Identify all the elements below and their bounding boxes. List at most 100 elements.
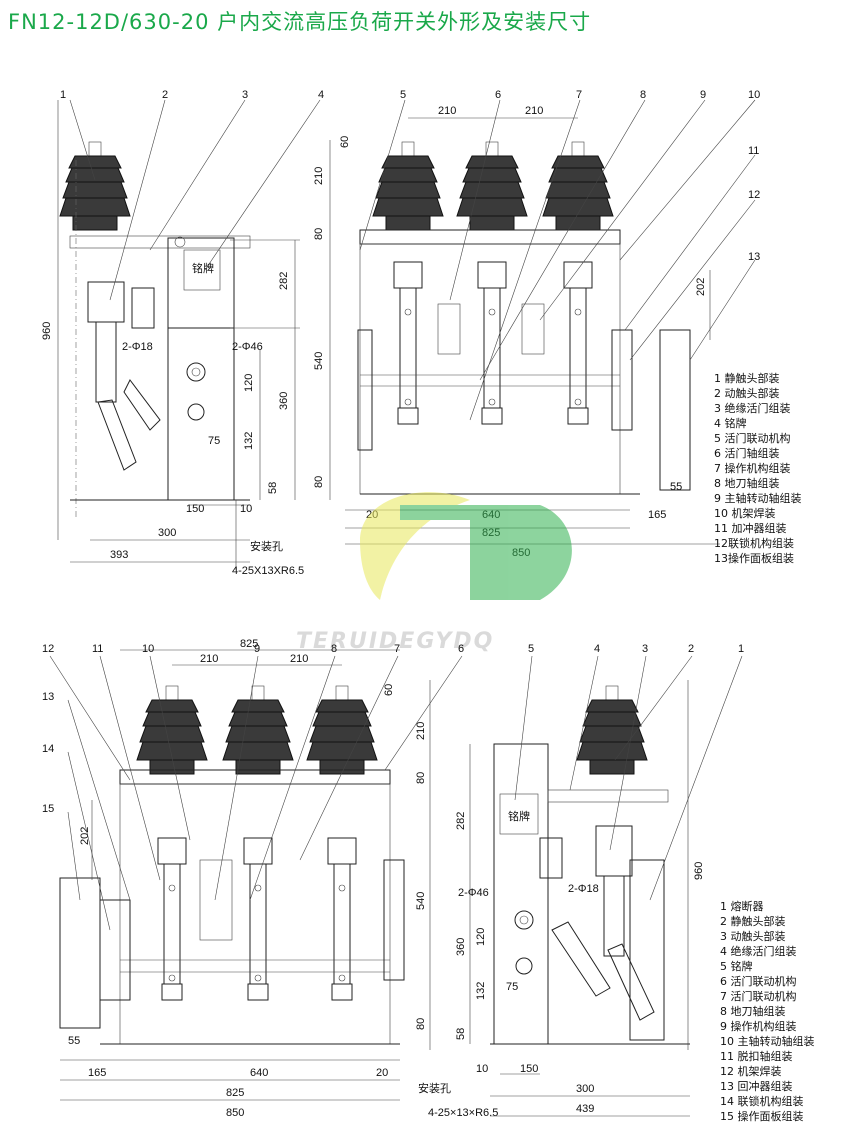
dim-55: 55 bbox=[670, 481, 682, 493]
legend-item: 13操作面板组装 bbox=[714, 551, 794, 565]
legend-item: 15 操作面板组装 bbox=[720, 1109, 804, 1123]
dim-120: 120 bbox=[243, 374, 255, 392]
callout-4: 4 bbox=[318, 89, 324, 101]
dim-960: 960 bbox=[41, 322, 53, 340]
dim-132: 132 bbox=[243, 432, 255, 450]
callout-7: 7 bbox=[394, 643, 400, 655]
dim-393: 393 bbox=[110, 549, 128, 561]
hole-phi18: 2-Φ18 bbox=[568, 883, 599, 895]
dim-80-b: 80 bbox=[415, 1018, 427, 1030]
dim-540: 540 bbox=[415, 892, 427, 910]
callout-10: 10 bbox=[748, 89, 760, 101]
callout-11: 11 bbox=[92, 643, 103, 655]
callout-10: 10 bbox=[142, 643, 154, 655]
callout-13: 13 bbox=[42, 691, 54, 703]
dim-210-b: 210 bbox=[290, 653, 308, 665]
dim-202: 202 bbox=[695, 278, 707, 296]
brand-logo: TERUIDEGYDQ bbox=[296, 492, 572, 654]
dim-150: 150 bbox=[186, 503, 204, 515]
dim-132: 132 bbox=[475, 982, 487, 1000]
dim-282: 282 bbox=[455, 812, 467, 830]
legend-item: 11 加冲器组装 bbox=[714, 521, 787, 535]
dim-825: 825 bbox=[226, 1087, 244, 1099]
dim-282: 282 bbox=[278, 272, 290, 290]
legend-item: 13 回冲器组装 bbox=[720, 1079, 793, 1093]
legend-item: 14 联锁机构组装 bbox=[720, 1094, 804, 1108]
top-side-view: 1 2 3 4 铭牌 960 282 360 120 132 58 150 10… bbox=[41, 89, 324, 577]
dim-58: 58 bbox=[455, 1028, 467, 1040]
callout-13: 13 bbox=[748, 251, 760, 263]
callout-6: 6 bbox=[458, 643, 464, 655]
legend-item: 12联锁机构组装 bbox=[714, 536, 794, 550]
dim-10: 10 bbox=[476, 1063, 488, 1075]
dim-165: 165 bbox=[88, 1067, 106, 1079]
callout-9: 9 bbox=[700, 89, 706, 101]
legend-item: 8 地刀轴组装 bbox=[714, 476, 780, 490]
callout-6: 6 bbox=[495, 89, 501, 101]
dim-80-b: 80 bbox=[313, 476, 325, 488]
bottom-front-view: 12 11 10 9 8 7 6 13 14 15 210 210 825 60… bbox=[42, 638, 498, 1119]
hole-phi18: 2-Φ18 bbox=[122, 341, 153, 353]
dim-202: 202 bbox=[79, 827, 91, 845]
callout-8: 8 bbox=[640, 89, 646, 101]
dim-60: 60 bbox=[383, 684, 395, 696]
legend-item: 10 主轴转动轴组装 bbox=[720, 1034, 815, 1048]
nameplate-label: 铭牌 bbox=[192, 261, 214, 275]
dim-210-a: 210 bbox=[438, 105, 456, 117]
callout-2: 2 bbox=[162, 89, 168, 101]
legend-item: 9 操作机构组装 bbox=[720, 1019, 797, 1033]
dim-120: 120 bbox=[475, 928, 487, 946]
slot-spec: 4-25X13XR6.5 bbox=[232, 565, 304, 577]
legend-item: 6 活门轴组装 bbox=[714, 446, 780, 460]
dim-640: 640 bbox=[250, 1067, 268, 1079]
callout-4: 4 bbox=[594, 643, 600, 655]
legend-item: 5 铭牌 bbox=[720, 959, 753, 973]
legend-item: 2 动触头部装 bbox=[714, 386, 780, 400]
mount-hole-label: 安装孔 bbox=[250, 539, 283, 553]
legend-item: 8 地刀轴组装 bbox=[720, 1004, 786, 1018]
top-legend: 1 静触头部装 2 动触头部装 3 绝缘活门组装 4 铭牌 5 活门联动机构 6… bbox=[714, 371, 802, 565]
dim-20: 20 bbox=[376, 1067, 388, 1079]
callout-5: 5 bbox=[528, 643, 534, 655]
nameplate-label: 铭牌 bbox=[508, 809, 530, 823]
callout-1: 1 bbox=[738, 643, 744, 655]
dim-360: 360 bbox=[278, 392, 290, 410]
callout-5: 5 bbox=[400, 89, 406, 101]
callout-12: 12 bbox=[748, 189, 760, 201]
hole-phi46: 2-Φ46 bbox=[458, 887, 489, 899]
legend-item: 10 机架焊装 bbox=[714, 506, 776, 520]
page-title: FN12-12D/630-20 户内交流高压负荷开关外形及安装尺寸 bbox=[8, 10, 592, 34]
dim-75: 75 bbox=[506, 981, 518, 993]
top-front-view: 5 6 7 8 9 10 11 12 13 210 210 60 210 80 … bbox=[313, 89, 760, 559]
dim-210-v: 210 bbox=[415, 722, 427, 740]
dim-58: 58 bbox=[267, 482, 279, 494]
dim-825-top: 825 bbox=[240, 638, 258, 650]
legend-item: 1 静触头部装 bbox=[714, 371, 780, 385]
legend-item: 4 铭牌 bbox=[714, 416, 747, 430]
dim-360: 360 bbox=[455, 938, 467, 956]
legend-item: 5 活门联动机构 bbox=[714, 431, 791, 445]
bottom-side-view: 5 4 3 2 1 铭牌 282 960 360 120 132 58 75 1… bbox=[455, 643, 744, 1117]
dim-55: 55 bbox=[68, 1035, 80, 1047]
dim-80: 80 bbox=[415, 772, 427, 784]
callout-3: 3 bbox=[642, 643, 648, 655]
dim-540: 540 bbox=[313, 352, 325, 370]
dim-165: 165 bbox=[648, 509, 666, 521]
legend-item: 7 活门联动机构 bbox=[720, 989, 797, 1003]
callout-8: 8 bbox=[331, 643, 337, 655]
legend-item: 11 脱扣轴组装 bbox=[720, 1049, 793, 1063]
dim-960: 960 bbox=[693, 862, 705, 880]
dim-210-v: 210 bbox=[313, 167, 325, 185]
dim-210-b: 210 bbox=[525, 105, 543, 117]
dim-60: 60 bbox=[339, 136, 351, 148]
legend-item: 12 机架焊装 bbox=[720, 1064, 782, 1078]
slot-spec: 4-25×13×R6.5 bbox=[428, 1107, 498, 1119]
legend-item: 9 主轴转动轴组装 bbox=[714, 491, 802, 505]
callout-3: 3 bbox=[242, 89, 248, 101]
dim-80: 80 bbox=[313, 228, 325, 240]
callout-15: 15 bbox=[42, 803, 54, 815]
callout-2: 2 bbox=[688, 643, 694, 655]
dim-150: 150 bbox=[520, 1063, 538, 1075]
legend-item: 2 静触头部装 bbox=[720, 914, 786, 928]
